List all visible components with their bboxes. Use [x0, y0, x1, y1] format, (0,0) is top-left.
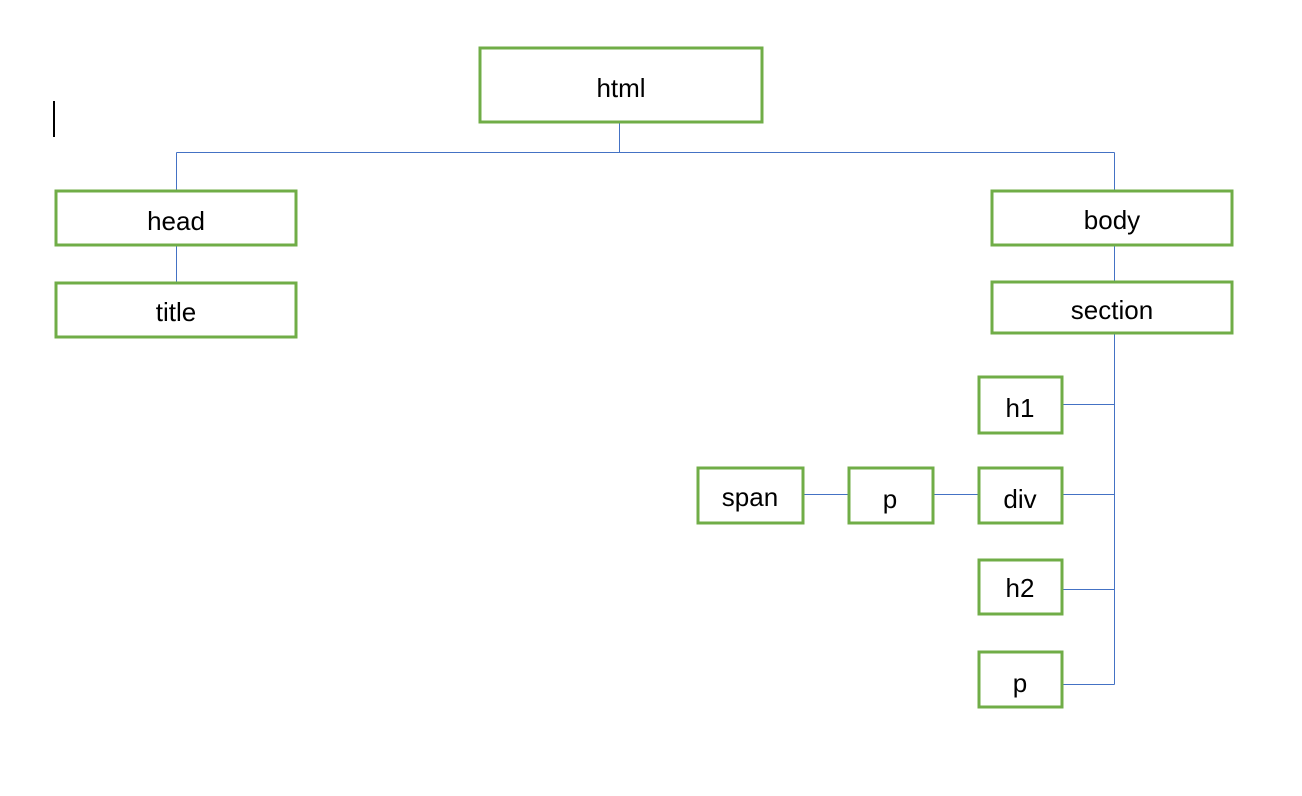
node-title: title	[54, 281, 298, 339]
node-body-box	[990, 189, 1234, 247]
node-p-inner-box	[847, 466, 935, 525]
node-section: section	[990, 280, 1234, 335]
node-h2-label: h2	[1006, 573, 1035, 603]
node-div: div	[977, 466, 1064, 525]
node-head: head	[54, 189, 298, 247]
node-html-label: html	[596, 73, 645, 103]
connectors	[176, 122, 1115, 685]
node-div-box	[977, 466, 1064, 525]
node-p-last-box	[977, 650, 1064, 709]
node-title-box	[54, 281, 298, 339]
node-h2: h2	[977, 558, 1064, 616]
node-p-inner: p	[847, 466, 935, 525]
node-html: html	[478, 46, 764, 124]
node-section-box	[990, 280, 1234, 335]
node-span-box	[696, 466, 805, 525]
node-body-label: body	[1084, 205, 1140, 235]
node-span: span	[696, 466, 805, 525]
node-div-label: div	[1003, 484, 1036, 514]
node-h1: h1	[977, 375, 1064, 435]
node-p-last-label: p	[1013, 668, 1027, 698]
node-p-inner-label: p	[883, 484, 897, 514]
node-section-label: section	[1071, 295, 1153, 325]
node-h1-box	[977, 375, 1064, 435]
node-p-last: p	[977, 650, 1064, 709]
node-head-box	[54, 189, 298, 247]
node-h1-label: h1	[1006, 393, 1035, 423]
node-span-label: span	[722, 482, 778, 512]
node-html-box	[478, 46, 764, 124]
node-title-label: title	[156, 297, 196, 327]
node-head-label: head	[147, 206, 205, 236]
node-body: body	[990, 189, 1234, 247]
node-h2-box	[977, 558, 1064, 616]
